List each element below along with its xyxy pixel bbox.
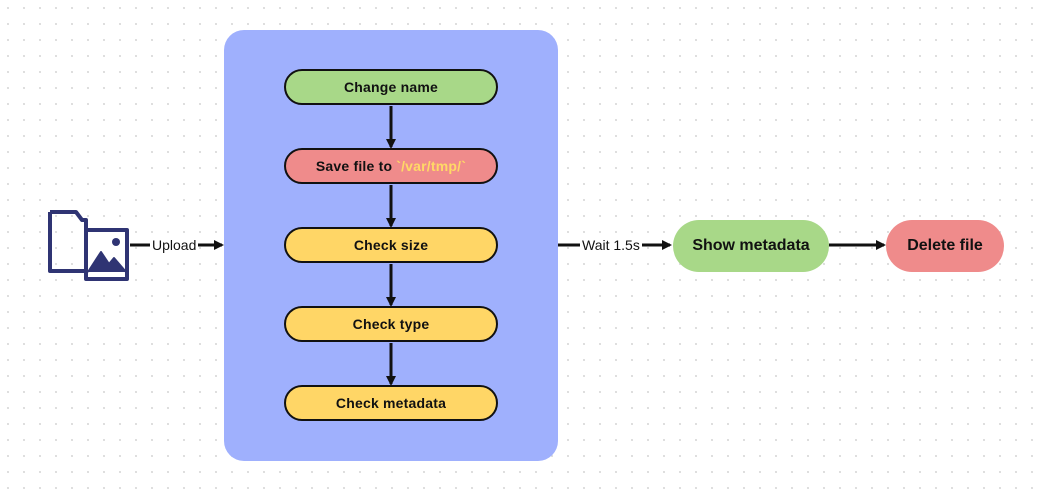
step-check-metadata-label: Check metadata [335,395,447,411]
show-metadata-node: Show metadata [673,220,829,272]
step-save-file: Save file to `/var/tmp/` [284,148,498,184]
step-check-metadata: Check metadata [284,385,498,421]
step-check-type-label: Check type [352,316,430,332]
step-check-size: Check size [284,227,498,263]
step-change-name-label: Change name [344,79,438,95]
step-save-file-label: Save file to [315,158,393,174]
step-check-type: Check type [284,306,498,342]
delete-file-node: Delete file [886,220,1004,272]
show-metadata-label: Show metadata [692,237,810,254]
delete-file-label: Delete file [907,237,983,254]
step-save-file-path: `/var/tmp/` [396,158,467,174]
image-folder-icon [48,210,129,281]
upload-label: Upload [150,237,199,253]
wait-label: Wait 1.5s [580,237,642,253]
step-change-name: Change name [284,69,498,105]
step-check-size-label: Check size [353,237,429,253]
